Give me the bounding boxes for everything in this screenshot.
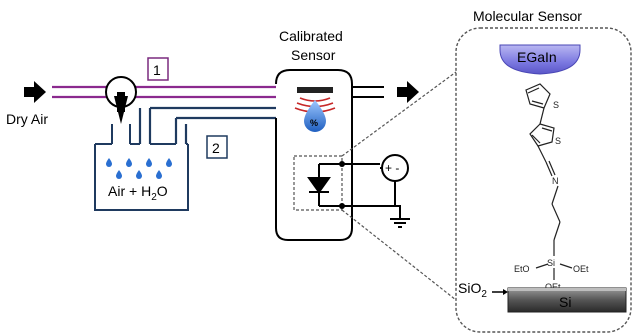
path-2-label: 2 bbox=[212, 140, 220, 156]
percent-label: % bbox=[310, 118, 318, 128]
bubbler-vessel bbox=[94, 144, 189, 211]
path-1-box bbox=[147, 57, 169, 81]
inlet-arrow bbox=[24, 81, 46, 103]
path-1-label: 1 bbox=[153, 62, 161, 78]
ground-symbol bbox=[390, 218, 410, 228]
ethoxy-right-label: OEt bbox=[573, 264, 589, 274]
calibrated-sensor-chamber bbox=[275, 69, 353, 241]
water-droplets bbox=[106, 158, 172, 179]
bubbler-label: Air + H2O bbox=[108, 183, 168, 203]
ethoxy-bottom-label: OEt bbox=[545, 282, 561, 292]
path-2-lines bbox=[138, 106, 276, 144]
calibrated-sensor-title-line2: Sensor bbox=[291, 47, 336, 63]
imine-nitrogen: N bbox=[552, 176, 559, 186]
molecular-sensor-panel bbox=[455, 27, 632, 333]
voltage-source-label: + - bbox=[385, 161, 399, 175]
calibrated-sensor-title-line1: Calibrated bbox=[279, 28, 343, 44]
sensor-plate bbox=[297, 87, 333, 93]
sio2-label: SiO2 bbox=[458, 280, 487, 300]
path-2-box bbox=[206, 135, 228, 159]
three-way-valve bbox=[105, 76, 137, 124]
thiophene-sulfur-1: S bbox=[553, 100, 559, 110]
silicon-atom-label: Si bbox=[547, 258, 555, 268]
molecule-structure bbox=[525, 83, 573, 280]
path-1-lines bbox=[52, 85, 276, 99]
egain-label: EGaIn bbox=[517, 49, 557, 65]
egain-electrode bbox=[499, 44, 581, 75]
molecular-sensor-title: Molecular Sensor bbox=[473, 8, 582, 24]
humidity-droplet-icon bbox=[304, 100, 326, 132]
dry-air-label: Dry Air bbox=[6, 111, 48, 127]
inset-selection-box bbox=[293, 155, 343, 211]
callout-lines bbox=[341, 71, 457, 301]
outlet-arrow bbox=[397, 81, 419, 103]
diode-symbol bbox=[307, 164, 331, 206]
thiophene-sulfur-2: S bbox=[555, 136, 561, 146]
si-label: Si bbox=[559, 294, 571, 310]
ethoxy-left-label: EtO bbox=[514, 264, 530, 274]
